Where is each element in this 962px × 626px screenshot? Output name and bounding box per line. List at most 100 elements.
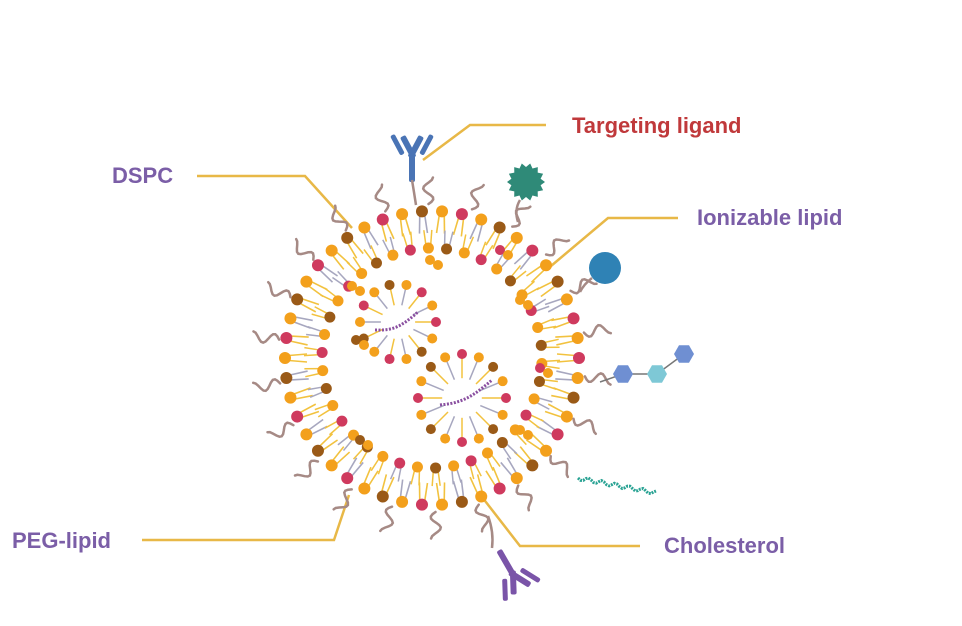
- lipid-tail: [486, 457, 494, 471]
- lipid-head: [535, 339, 547, 351]
- lipid-head: [341, 231, 354, 244]
- lipid-tail: [318, 433, 334, 447]
- lipid-tail: [289, 370, 308, 376]
- lipid-tail: [525, 265, 542, 277]
- lipid-head: [457, 349, 467, 359]
- lipid-head: [377, 450, 389, 462]
- free-lipid-head: [523, 300, 533, 310]
- lipid-tail: [435, 215, 441, 234]
- lipid-tail: [423, 215, 429, 234]
- free-lipid-head: [351, 335, 361, 345]
- antibody-arm: [390, 134, 405, 155]
- lipid-tail: [430, 229, 433, 245]
- lipid-tail: [363, 466, 372, 485]
- lipid-tail: [551, 316, 570, 322]
- antibody-arm: [520, 568, 541, 583]
- lipid-head: [376, 490, 389, 503]
- lipid-head: [425, 361, 436, 372]
- lipid-tail: [366, 306, 383, 316]
- lipid-head: [327, 399, 339, 411]
- lipid-tail: [544, 410, 563, 419]
- lipid-tail: [317, 408, 331, 418]
- lipid-tail: [380, 223, 388, 242]
- lipid-head: [520, 409, 532, 421]
- lipid-tail: [410, 470, 416, 485]
- lipid-head: [325, 244, 338, 257]
- lipid-head: [551, 428, 564, 441]
- lipid-tail: [370, 245, 378, 259]
- lipid-head: [475, 490, 488, 503]
- leader-line: [197, 174, 353, 229]
- lipid-head: [319, 328, 331, 340]
- lipid-tail: [320, 294, 334, 302]
- lipid-tail: [318, 269, 334, 283]
- lipid-tail: [556, 353, 576, 357]
- lipid-tail: [547, 403, 565, 414]
- lipid-tail: [289, 340, 308, 346]
- free-lipid-head: [535, 363, 545, 373]
- lipid-head: [440, 352, 451, 363]
- peg-chain: [294, 237, 315, 262]
- antibody-stem: [497, 549, 516, 578]
- lipid-tail: [350, 461, 364, 477]
- lipid-tail: [294, 394, 313, 400]
- lipid-head: [497, 409, 508, 420]
- targeting-ligand-label: Targeting ligand: [572, 113, 742, 138]
- lipid-head: [436, 498, 449, 511]
- lipid-head: [473, 433, 484, 444]
- lipid-tail: [467, 236, 475, 251]
- peg-chain: [332, 488, 353, 511]
- lipid-tail: [404, 217, 412, 236]
- lipid-head: [404, 244, 416, 256]
- peg-chain: [410, 179, 418, 206]
- ionizable-lipid-label: Ionizable lipid: [697, 205, 843, 230]
- lipid-tail: [328, 424, 341, 436]
- lipid-head: [415, 498, 428, 511]
- lipid-tail: [530, 269, 546, 283]
- peg-chain: [569, 278, 598, 295]
- lipid-head: [560, 293, 573, 306]
- lipid-tail: [306, 333, 321, 337]
- peg-chain: [511, 205, 532, 228]
- lipid-head: [371, 257, 383, 269]
- lipid-tail: [331, 446, 345, 462]
- lipid-tail: [545, 359, 561, 362]
- lipid-head: [394, 457, 406, 469]
- lipid-tail: [514, 270, 527, 281]
- lipid-head: [396, 495, 409, 508]
- lipid-head: [416, 346, 427, 357]
- nucleic-strand-ligand: [576, 476, 657, 496]
- peg-chain: [331, 204, 349, 232]
- lipid-tail: [401, 287, 407, 306]
- lipid-head: [431, 317, 441, 327]
- free-lipid-head: [359, 340, 369, 350]
- outer-lipid-layer: [279, 205, 585, 511]
- lipid-head: [358, 482, 371, 495]
- lipid-head: [430, 462, 442, 474]
- lipid-tail: [307, 326, 322, 332]
- lipid-tail: [288, 359, 308, 363]
- lipid-tail: [332, 276, 345, 287]
- lipid-head: [341, 472, 354, 485]
- lipid-head: [436, 205, 449, 218]
- lipid-tail: [544, 338, 559, 344]
- lipid-tail: [288, 353, 308, 357]
- lipid-tail: [535, 305, 550, 312]
- rna-strand: [375, 310, 419, 332]
- lipid-tail: [324, 287, 337, 298]
- antibody-arm: [419, 134, 434, 155]
- lipid-head: [325, 459, 338, 472]
- lipid-head: [455, 208, 468, 221]
- lipid-tail: [402, 233, 408, 247]
- lipid-head: [422, 242, 434, 254]
- lipid-tail: [389, 236, 395, 251]
- lipid-head: [311, 444, 324, 457]
- peg-chain: [374, 183, 390, 213]
- lipid-tail: [401, 338, 407, 357]
- lipid-tail: [530, 433, 546, 447]
- lipid-tail: [375, 294, 388, 310]
- lipid-tail: [485, 229, 497, 246]
- lipid-head: [458, 247, 470, 259]
- lipid-tail: [484, 244, 494, 258]
- hexagon-unit: [647, 365, 667, 383]
